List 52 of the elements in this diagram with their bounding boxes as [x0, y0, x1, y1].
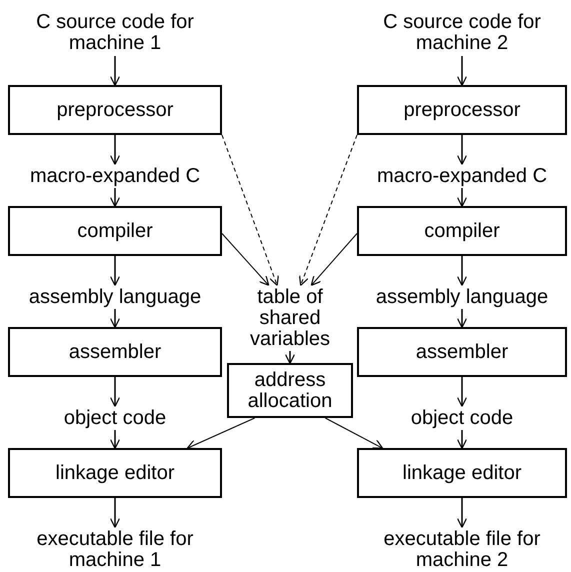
arrow	[456, 430, 468, 450]
dashed-arrow	[222, 134, 279, 286]
data-label: assembly language	[376, 286, 548, 308]
box-label: address allocation	[246, 370, 334, 412]
data-label: table of shared variables	[248, 286, 332, 350]
data-label: assembly language	[28, 286, 202, 308]
arrow	[110, 135, 120, 166]
arrow	[110, 188, 120, 208]
dashed-arrow	[299, 134, 358, 286]
data-label: object code	[410, 408, 514, 428]
process-box	[8, 448, 222, 498]
arrow	[456, 56, 468, 86]
arrow	[110, 498, 120, 528]
data-label: C source code for machine 2	[382, 12, 542, 54]
data-label: macro-expanded C	[376, 166, 548, 186]
box-label: linkage editor	[56, 462, 174, 484]
data-label: C source code for machine 1	[35, 12, 195, 54]
box-label: compiler	[424, 220, 500, 242]
arrow	[284, 351, 296, 364]
arrow	[456, 256, 468, 286]
arrow	[110, 309, 120, 328]
arrow	[310, 233, 358, 286]
arrow	[456, 135, 468, 166]
arrow	[456, 498, 468, 528]
box-label: assembler	[68, 342, 162, 362]
box-label: compiler	[77, 220, 153, 242]
process-box	[8, 327, 222, 377]
box-label: linkage editor	[402, 462, 522, 484]
process-box	[8, 206, 222, 256]
arrow	[456, 309, 468, 328]
arrow	[222, 233, 270, 286]
data-label: macro-expanded C	[30, 166, 200, 186]
arrow	[324, 418, 384, 449]
arrow	[110, 256, 120, 286]
data-label: object code	[64, 408, 166, 428]
process-box	[357, 85, 567, 135]
process-box	[357, 448, 567, 498]
arrow	[456, 188, 468, 208]
box-label: assembler	[416, 342, 508, 362]
data-label: executable file for machine 1	[36, 529, 194, 571]
process-box	[8, 85, 222, 135]
arrow	[110, 377, 120, 408]
data-label: executable file for machine 2	[382, 529, 542, 571]
process-box	[227, 363, 353, 418]
arrow	[110, 56, 120, 86]
box-label: preprocessor	[56, 100, 174, 120]
process-box	[357, 206, 567, 256]
arrow	[456, 377, 468, 408]
arrow	[110, 430, 120, 450]
box-label: preprocessor	[404, 100, 520, 120]
process-box	[357, 327, 567, 377]
arrow	[186, 418, 256, 450]
